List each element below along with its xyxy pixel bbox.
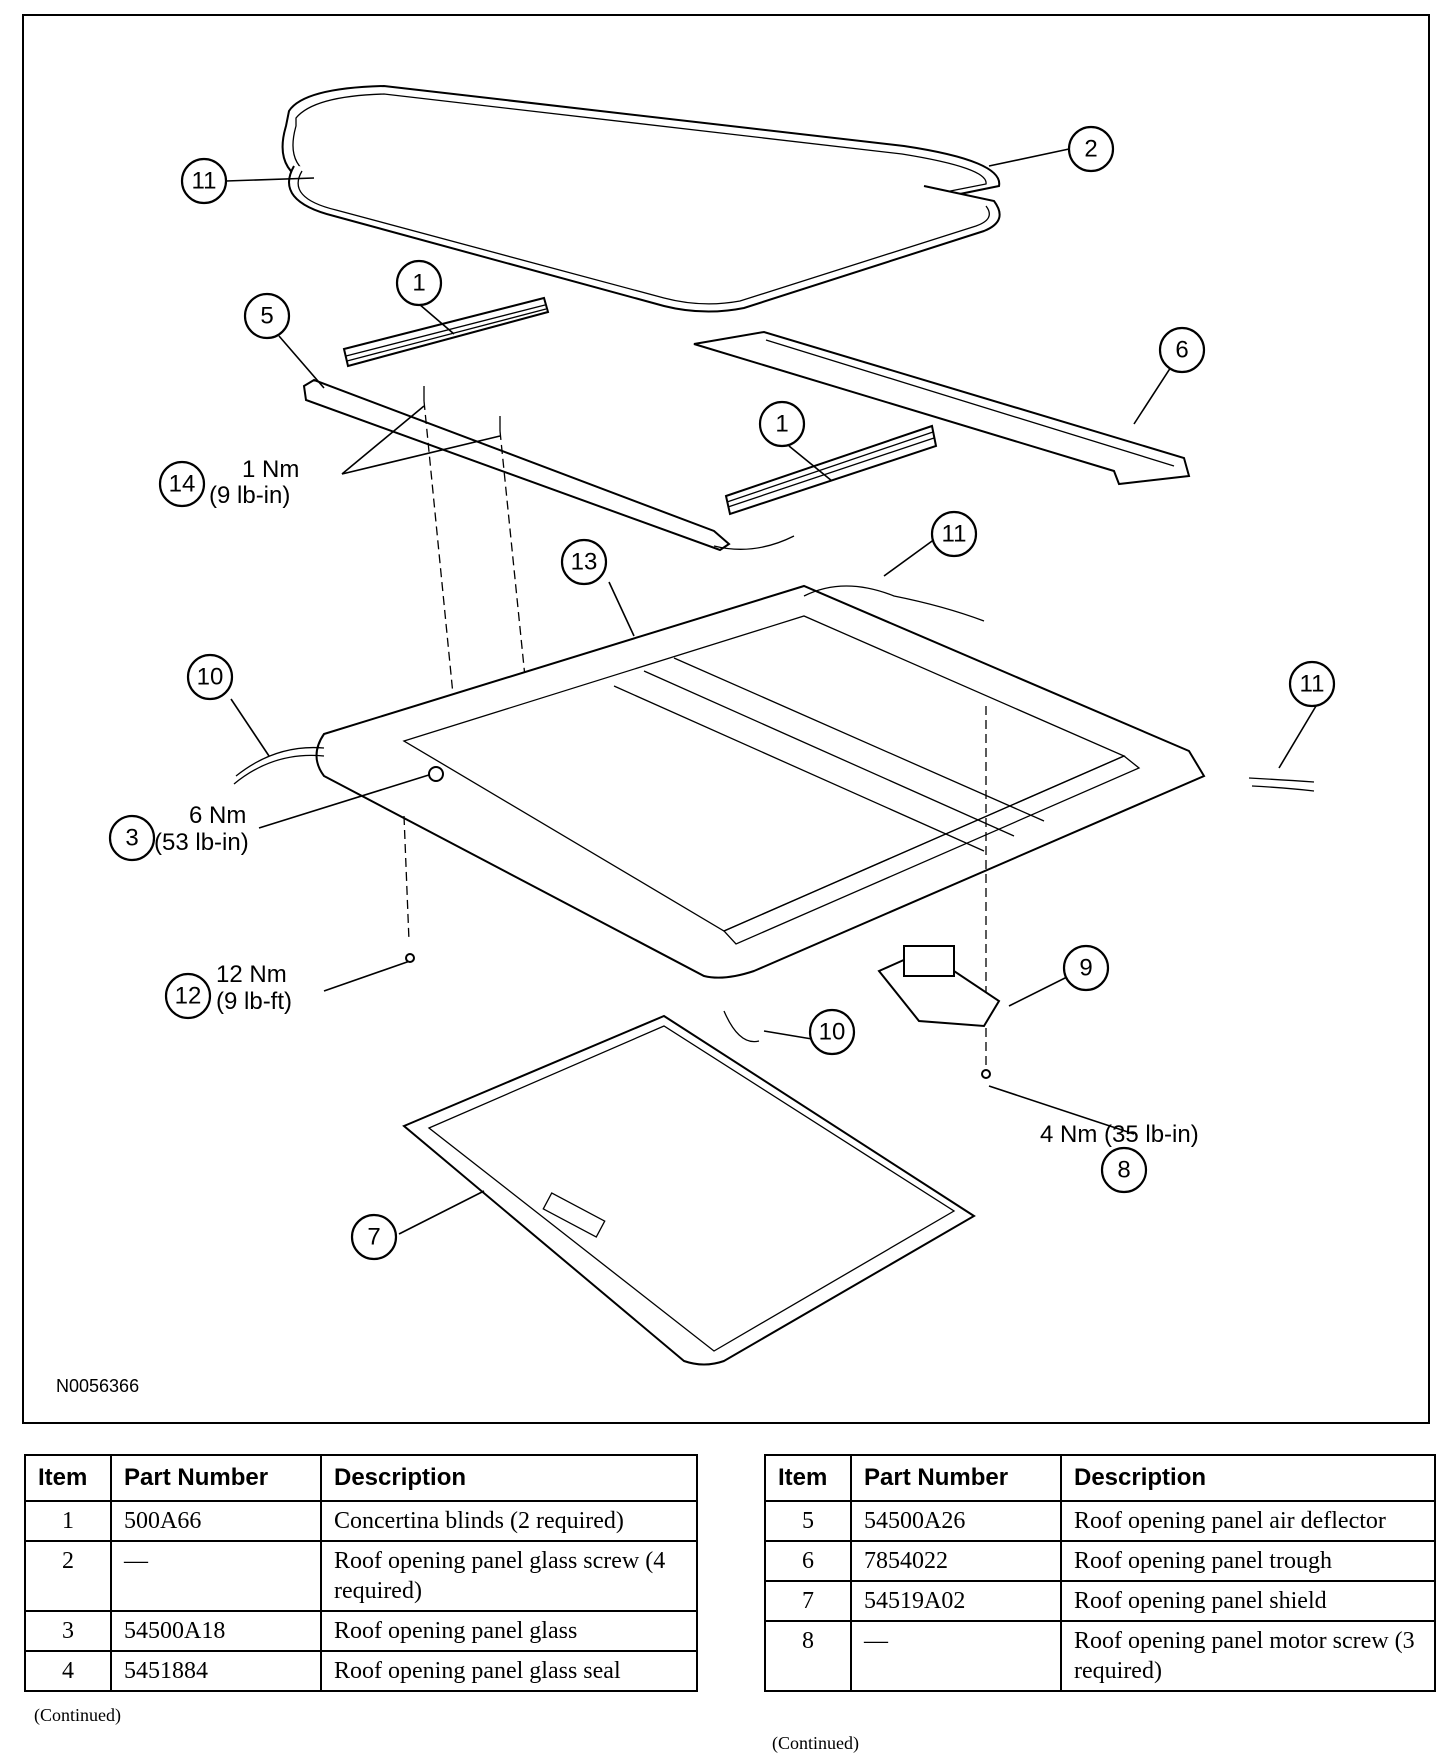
glass-seal-illustration (288, 165, 1001, 313)
torque-12-nm: 12 Nm (216, 961, 287, 988)
table-row: 2 — Roof opening panel glass screw (4 re… (24, 1540, 698, 1612)
svg-text:11: 11 (1300, 671, 1325, 698)
table-header-row: Item Part Number Description (24, 1454, 698, 1502)
concertina-blind-lower-illustration (724, 424, 938, 516)
table-row: 1 500A66 Concertina blinds (2 required) (24, 1500, 698, 1542)
torque-2-lbin: (53 lb-in) (154, 829, 249, 856)
cell-item: 5 (764, 1500, 852, 1542)
figure-id: N0056366 (56, 1376, 140, 1396)
header-description: Description (1060, 1454, 1436, 1502)
motor-illustration (877, 945, 1001, 1028)
callout-4: 11 (180, 157, 228, 205)
svg-text:10: 10 (197, 664, 224, 691)
svg-text:8: 8 (1117, 1157, 1130, 1184)
continued-note-right: (Continued) (772, 1733, 859, 1753)
cell-part-number: — (110, 1540, 322, 1612)
torque-14-nm: 1 Nm (242, 456, 299, 483)
cell-part-number: 7854022 (850, 1540, 1062, 1582)
callout-14: 14 (158, 460, 206, 508)
continued-note-left: (Continued) (34, 1705, 121, 1725)
cell-item: 6 (764, 1540, 852, 1582)
callout-7: 7 (350, 1213, 398, 1261)
torque-2-nm: 6 Nm (189, 802, 246, 829)
table-row: 4 5451884 Roof opening panel glass seal (24, 1650, 698, 1692)
svg-text:3: 3 (125, 825, 138, 852)
svg-text:10: 10 (819, 1019, 846, 1046)
roof-frame-illustration (315, 584, 1206, 1071)
callout-11-right: 11 (1288, 660, 1336, 708)
header-part-number: Part Number (850, 1454, 1062, 1502)
cell-item: 7 (764, 1580, 852, 1622)
callout-13: 13 (560, 538, 608, 586)
table-row: 6 7854022 Roof opening panel trough (764, 1540, 1436, 1582)
callout-3: 2 (1067, 125, 1115, 173)
cell-part-number: 54500A18 (110, 1610, 322, 1652)
cell-part-number: 500A66 (110, 1500, 322, 1542)
torque-14-lbin: (9 lb-in) (209, 482, 290, 509)
svg-text:6: 6 (1175, 337, 1188, 364)
cell-item: 1 (24, 1500, 112, 1542)
cell-description: Roof opening panel glass seal (320, 1650, 698, 1692)
svg-text:1: 1 (775, 411, 788, 438)
svg-text:5: 5 (260, 303, 273, 330)
cell-description: Concertina blinds (2 required) (320, 1500, 698, 1542)
exploded-diagram: 11 2 1 5 6 1 14 11 13 10 11 3 9 12 10 8 … (22, 14, 1430, 1424)
cell-item: 8 (764, 1620, 852, 1692)
parts-table-left: Item Part Number Description 1 500A66 Co… (24, 1454, 698, 1692)
svg-text:7: 7 (367, 1224, 380, 1251)
cell-item: 2 (24, 1540, 112, 1612)
svg-text:11: 11 (192, 168, 217, 195)
table-row: 3 54500A18 Roof opening panel glass (24, 1610, 698, 1652)
cell-description: Roof opening panel motor screw (3 requir… (1060, 1620, 1436, 1692)
svg-text:1: 1 (412, 270, 425, 297)
svg-text:12: 12 (175, 983, 202, 1010)
cell-item: 3 (24, 1610, 112, 1652)
cell-item: 4 (24, 1650, 112, 1692)
callout-2: 3 (108, 814, 156, 862)
concertina-blind-upper-illustration (342, 296, 550, 368)
shield-illustration (402, 1014, 976, 1366)
svg-text:9: 9 (1079, 955, 1092, 982)
cell-description: Roof opening panel glass (320, 1610, 698, 1652)
air-deflector-illustration (302, 378, 795, 552)
callout-9: 9 (1062, 944, 1110, 992)
header-part-number: Part Number (110, 1454, 322, 1502)
cell-description: Roof opening panel air deflector (1060, 1500, 1436, 1542)
table-row: 5 54500A26 Roof opening panel air deflec… (764, 1500, 1436, 1542)
torque-8: 4 Nm (35 lb-in) (1040, 1121, 1199, 1148)
cell-description: Roof opening panel glass screw (4 requir… (320, 1540, 698, 1612)
callout-11-upper: 11 (930, 510, 978, 558)
torque-12-lbft: (9 lb-ft) (216, 988, 292, 1015)
callout-1-lower: 1 (758, 400, 806, 448)
cell-part-number: 5451884 (110, 1650, 322, 1692)
svg-text:14: 14 (169, 471, 196, 498)
svg-text:13: 13 (571, 549, 598, 576)
cell-part-number: 54500A26 (850, 1500, 1062, 1542)
table-header-row: Item Part Number Description (764, 1454, 1436, 1502)
header-item: Item (764, 1454, 852, 1502)
header-description: Description (320, 1454, 698, 1502)
callout-6: 6 (1158, 326, 1206, 374)
callout-8: 8 (1100, 1146, 1148, 1194)
cell-part-number: — (850, 1620, 1062, 1692)
callout-10-left: 10 (186, 653, 234, 701)
callout-5: 5 (243, 292, 291, 340)
callout-10-bottom: 10 (808, 1008, 856, 1056)
callout-12: 12 (164, 972, 212, 1020)
callout-1-upper: 1 (395, 259, 443, 307)
svg-text:2: 2 (1084, 136, 1097, 163)
parts-table-right: Item Part Number Description 5 54500A26 … (764, 1454, 1436, 1692)
table-row: 7 54519A02 Roof opening panel shield (764, 1580, 1436, 1622)
cell-description: Roof opening panel shield (1060, 1580, 1436, 1622)
trough-illustration (693, 330, 1191, 486)
cell-description: Roof opening panel trough (1060, 1540, 1436, 1582)
header-item: Item (24, 1454, 112, 1502)
drain-hoses-illustration (233, 585, 1315, 1043)
table-row: 8 — Roof opening panel motor screw (3 re… (764, 1620, 1436, 1692)
svg-text:11: 11 (942, 521, 967, 548)
cell-part-number: 54519A02 (850, 1580, 1062, 1622)
